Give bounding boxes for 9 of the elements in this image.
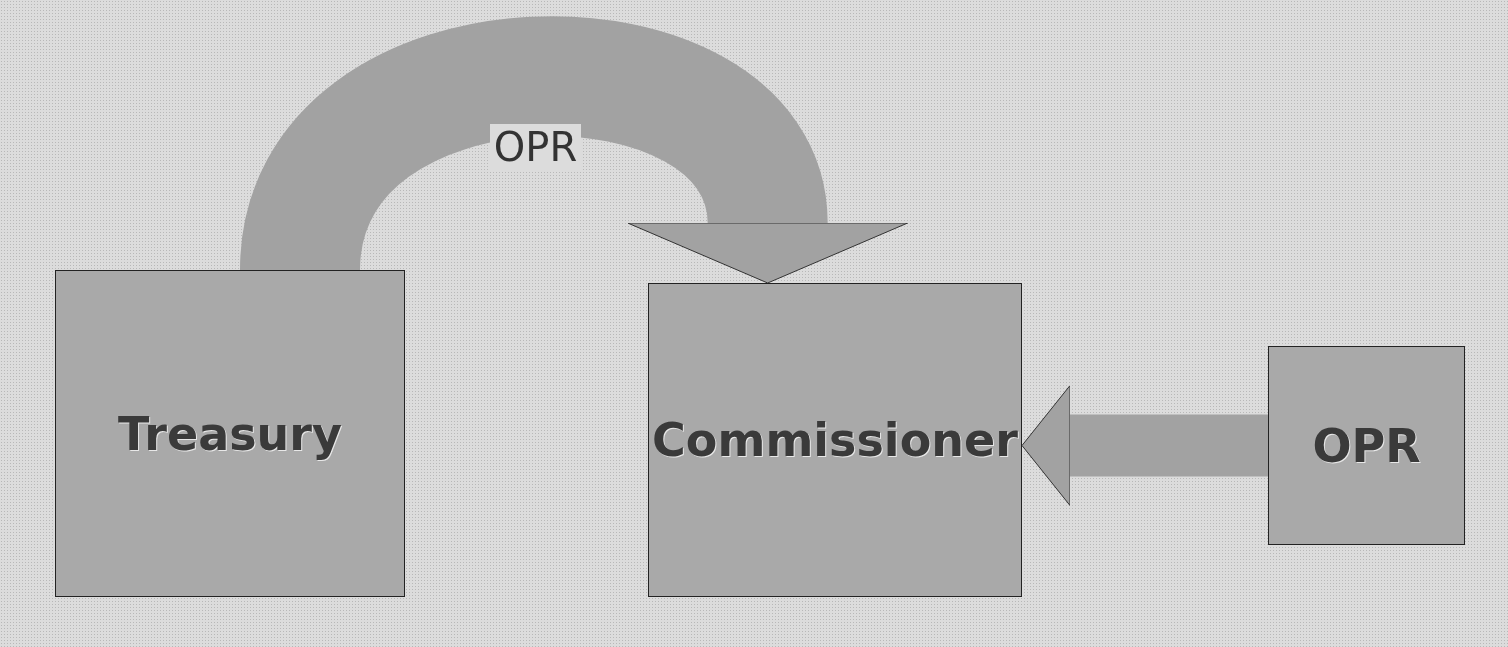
block-arrow xyxy=(240,16,906,283)
process-box xyxy=(648,283,1022,597)
box-label: Commissioner xyxy=(652,413,1018,467)
block-arrow xyxy=(1021,385,1268,506)
box-label: Treasury xyxy=(117,406,343,461)
box-label: OPR xyxy=(1312,418,1421,473)
process-box xyxy=(1268,346,1465,545)
edge-label: OPR xyxy=(489,124,582,170)
process-box xyxy=(55,270,405,597)
